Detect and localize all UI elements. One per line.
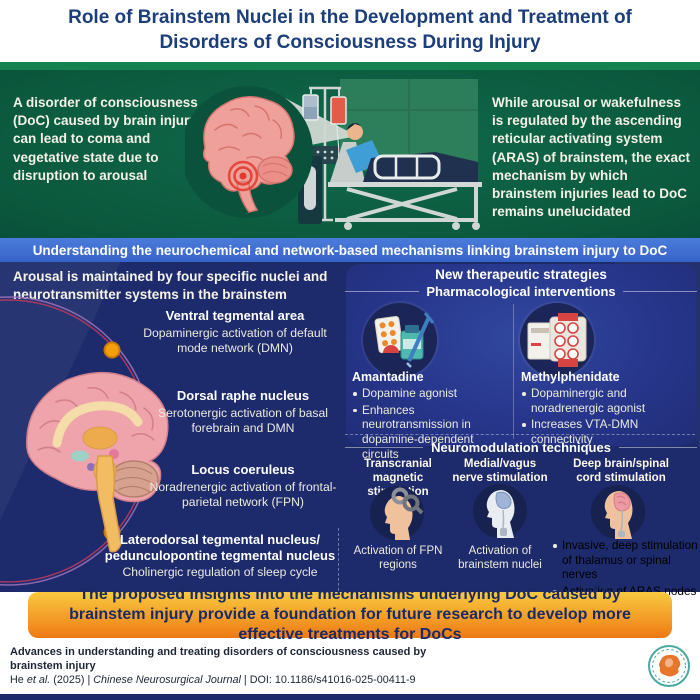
technique-vns-name: Medial/vagus nerve stimulation [452, 458, 548, 484]
arousal-heading: Arousal is maintained by four specific n… [13, 269, 328, 302]
footer-article-title: Advances in understanding and treating d… [10, 646, 427, 673]
head-with-magnetic-coil-icon [384, 487, 424, 540]
nucleus-desc: Noradrenergic activation of frontal-pari… [149, 479, 337, 509]
amantadine-circle [363, 303, 437, 377]
bullet-item: Dopamine agonist [352, 386, 512, 401]
technique-dbs-name: Deep brain/spinal cord stimulation [573, 458, 669, 484]
main-body: Arousal is maintained by four specific n… [0, 262, 700, 700]
nucleus-lc: Locus coeruleus Noradrenergic activation… [148, 462, 338, 510]
vns-circle [473, 484, 527, 538]
methylphenidate-circle [520, 303, 594, 377]
sagittal-brain-illustration [26, 371, 169, 553]
pharmacology-subheading: Pharmacological interventions [345, 284, 697, 299]
methylphenidate-block: Methylphenidate Dopaminergic and noradre… [521, 370, 695, 449]
bullet-item: Dopaminergic and noradrenergic agonist [521, 386, 695, 415]
nucleus-ldt-ppt: Laterodorsal tegmental nucleus/ peduncul… [98, 532, 342, 580]
injured-brain-target-icon [185, 86, 313, 218]
nucleus-name: Dorsal raphe nucleus [176, 388, 310, 403]
hospital-bed-icon [328, 123, 482, 230]
drug-divider [513, 304, 514, 439]
nucleus-desc: Dopaminergic activation of default mode … [143, 325, 327, 355]
iv-drip-icon [302, 86, 347, 222]
nucleus-name: Ventral tegmental area [165, 308, 305, 323]
vns-note: Activation of brainstem nuclei [458, 545, 542, 572]
pharmacology-subheading-label: Pharmacological interventions [426, 284, 616, 299]
citation-author: He [10, 674, 27, 686]
neuromodulation-heading-label: Neuromodulation techniques [431, 440, 611, 455]
neuromodulation-heading: Neuromodulation techniques [345, 440, 697, 455]
head-neck-stimulator-icon [486, 490, 515, 538]
nucleus-desc: Cholinergic regulation of sleep cycle [122, 565, 318, 580]
tms-note: Activation of FPN regions [353, 545, 443, 572]
pills-syringe-vial-icon [374, 312, 435, 368]
citation-journal: Chinese Neurosurgical Journal [93, 674, 241, 686]
nucleus-vta: Ventral tegmental area Dopaminergic acti… [128, 308, 342, 356]
therapies-heading: New therapeutic strategies [435, 267, 607, 282]
bottom-strip [0, 694, 700, 700]
footer: Advances in understanding and treating d… [0, 640, 700, 694]
bullet-item: Invasive, deep stimulation of thalamus o… [552, 538, 698, 582]
citation-year: (2025) | [50, 674, 94, 686]
hero-left-text: A disorder of consciousness (DoC) caused… [13, 95, 198, 183]
page-title: Role of Brainstem Nuclei in the Developm… [68, 7, 632, 53]
drug-name: Methylphenidate [521, 370, 620, 384]
footer-citation: He et al. (2025) | Chinese Neurosurgical… [10, 674, 416, 686]
nucleus-drn: Dorsal raphe nucleus Serotonergic activa… [148, 388, 338, 436]
citation-etal: et al. [26, 674, 51, 686]
nucleus-desc: Serotonergic activation of basal forebra… [157, 405, 329, 435]
nucleus-name: Locus coeruleus [191, 462, 295, 477]
conclusion-box: The proposed insights into the mechanism… [28, 586, 672, 643]
header: Role of Brainstem Nuclei in the Developm… [0, 0, 700, 62]
head-with-brain-electrode-icon [604, 491, 633, 539]
dbs-circle [591, 485, 645, 539]
chinese-medical-association-logo [648, 645, 690, 687]
drug-name: Amantadine [352, 370, 424, 384]
blister-pack-icon [527, 313, 587, 367]
hero-section: A disorder of consciousness (DoC) caused… [0, 70, 700, 238]
citation-doi: | DOI: 10.1186/s41016-025-00411-9 [240, 674, 416, 686]
section-banner: Understanding the neurochemical and netw… [0, 238, 700, 262]
neuromodulation-dashed-line [345, 434, 695, 435]
nucleus-name: Laterodorsal tegmental nucleus/ peduncul… [104, 532, 336, 563]
hero-illustration [185, 79, 482, 230]
tms-circle [370, 486, 424, 540]
hero-right-text: While arousal or wakefulness is regulate… [492, 95, 691, 220]
green-divider [0, 62, 700, 70]
drug-bullets: Dopaminergic and noradrenergic agonist I… [521, 386, 695, 447]
